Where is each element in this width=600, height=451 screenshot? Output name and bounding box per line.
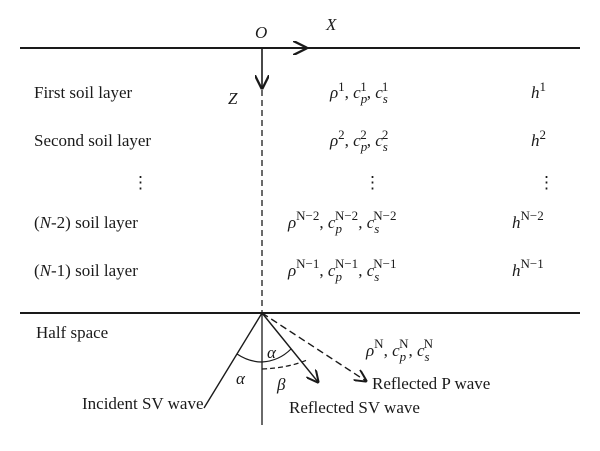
origin-label: O <box>255 23 267 42</box>
layer-name: First soil layer <box>34 83 133 102</box>
alpha-arc-incident <box>236 353 263 363</box>
reflected-p-ray <box>261 312 366 381</box>
ellipsis-properties: ⋮ <box>364 173 381 192</box>
beta-label: β <box>276 375 286 394</box>
layer-properties: ρN−2, cpN−2, csN−2 <box>287 208 397 236</box>
reflected-p-label: Reflected P wave <box>372 374 490 393</box>
incident-sv-ray <box>203 312 263 409</box>
layer-thickness: hN−1 <box>512 256 544 280</box>
layer-properties: ρN−1, cpN−1, csN−1 <box>287 256 397 284</box>
alpha-arc-reflected <box>261 348 292 363</box>
half-space-label: Half space <box>36 323 108 342</box>
half-space-properties: ρN, cpN, csN <box>365 336 434 364</box>
alpha-label-incident: α <box>236 369 246 388</box>
layer-row: Second soil layer ρ2, cp2, cs2 h2 <box>34 127 546 154</box>
layer-thickness: h2 <box>531 127 546 150</box>
layer-thickness: hN−2 <box>512 208 544 232</box>
layer-name: Second soil layer <box>34 131 151 150</box>
x-axis-label: X <box>325 15 337 34</box>
reflected-sv-label: Reflected SV wave <box>289 398 420 417</box>
ellipsis-thickness: ⋮ <box>538 173 555 192</box>
layer-row: (N-1) soil layer ρN−1, cpN−1, csN−1 hN−1 <box>34 256 544 284</box>
ellipsis-name: ⋮ <box>132 173 149 192</box>
beta-arc <box>261 359 308 370</box>
layer-properties: ρ2, cp2, cs2 <box>329 127 388 154</box>
layer-name: (N-2) soil layer <box>34 213 138 232</box>
alpha-label-reflected: α <box>267 343 277 362</box>
reflected-sv-ray <box>261 312 318 382</box>
layer-properties: ρ1, cp1, cs1 <box>329 79 388 106</box>
incident-sv-label: Incident SV wave <box>82 394 204 413</box>
z-axis-label: Z <box>228 89 238 108</box>
layer-name: (N-1) soil layer <box>34 261 138 280</box>
layer-thickness: h1 <box>531 79 546 102</box>
ellipsis-row: ⋮ ⋮ ⋮ <box>132 173 555 192</box>
layer-row: First soil layer ρ1, cp1, cs1 h1 <box>34 79 546 106</box>
layer-row: (N-2) soil layer ρN−2, cpN−2, csN−2 hN−2 <box>34 208 544 236</box>
